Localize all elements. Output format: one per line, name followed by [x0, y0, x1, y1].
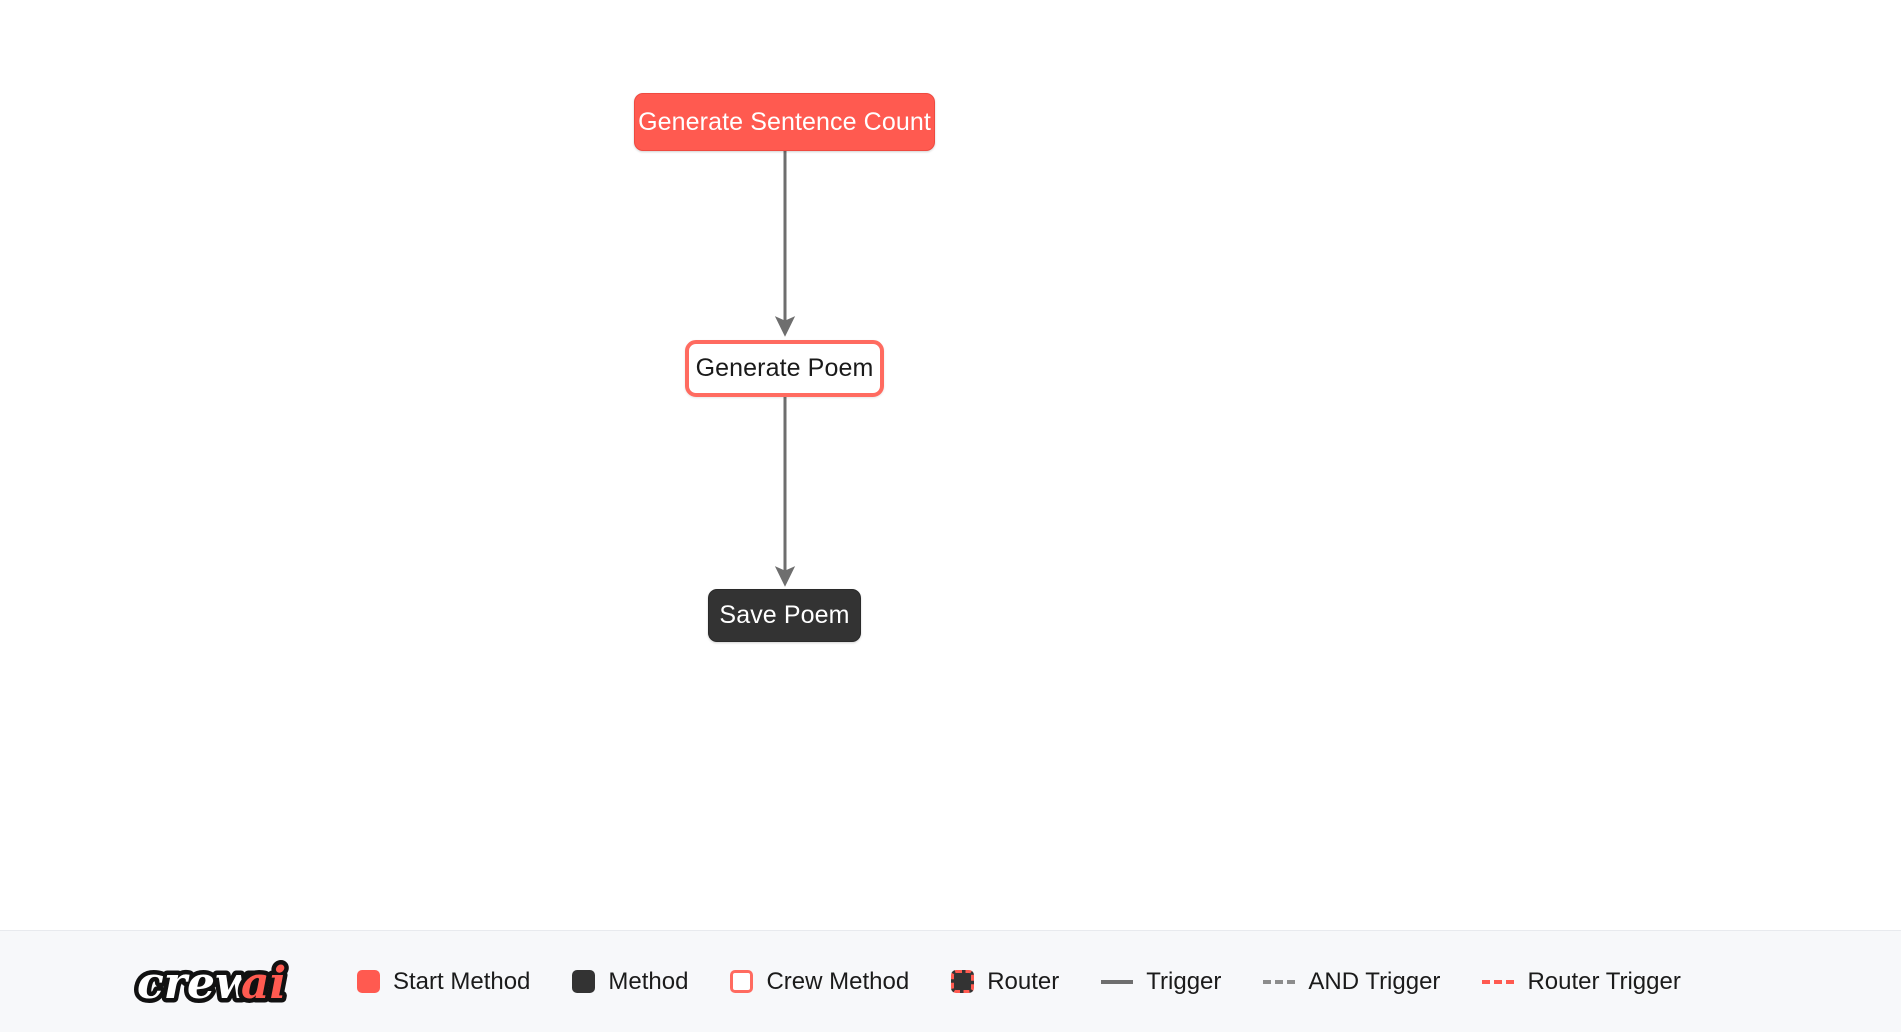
svg-text:ai: ai [241, 958, 286, 1009]
legend-item-label: Router [987, 967, 1060, 995]
legend-item-trigger: Trigger [1101, 968, 1221, 996]
flow-node-label: Generate Poem [695, 354, 874, 382]
legend-item-start-method: Start Method [357, 968, 530, 996]
legend-item-method: Method [572, 968, 688, 996]
flow-node-generate-poem[interactable]: Generate Poem [685, 340, 884, 397]
edge-layer [774, 151, 796, 587]
legend-item-label: Trigger [1146, 967, 1222, 995]
crewai-wordmark-icon: crew crew ai ai [133, 953, 291, 1013]
legend-items: Start Method Method Crew Method Router T… [357, 968, 1901, 996]
flow-canvas: Generate Sentence Count Generate Poem Sa… [634, 93, 935, 642]
legend-item-label: AND Trigger [1308, 967, 1441, 995]
trigger-line-icon [1101, 979, 1134, 984]
svg-text:ai: ai [241, 958, 286, 1009]
svg-text:crew: crew [137, 958, 255, 1009]
legend-item-crew-method: Crew Method [730, 968, 909, 996]
legend-item-and-trigger: AND Trigger [1263, 968, 1440, 996]
legend-item-label: Method [608, 967, 689, 995]
flow-node-save-poem[interactable]: Save Poem [708, 589, 861, 642]
and-trigger-line-icon [1263, 979, 1296, 984]
start-method-swatch-icon [357, 970, 380, 993]
flow-node-generate-sentence-count[interactable]: Generate Sentence Count [634, 93, 935, 151]
legend-item-label: Crew Method [766, 967, 910, 995]
crew-method-swatch-icon [730, 970, 754, 993]
method-swatch-icon [572, 970, 596, 993]
legend-bar: crew crew ai ai Start Method Method Crew… [0, 930, 1901, 1032]
flow-node-label: Save Poem [719, 601, 850, 629]
router-swatch-icon [951, 970, 975, 993]
legend-item-label: Start Method [393, 967, 531, 995]
crewai-logo: crew crew ai ai [133, 950, 313, 1014]
flow-node-label: Generate Sentence Count [638, 107, 931, 136]
legend-item-router: Router [951, 968, 1059, 996]
legend-item-label: Router Trigger [1527, 967, 1681, 995]
svg-text:crew: crew [137, 958, 255, 1009]
legend-item-router-trigger: Router Trigger [1482, 967, 1681, 996]
router-trigger-line-icon [1482, 979, 1515, 984]
